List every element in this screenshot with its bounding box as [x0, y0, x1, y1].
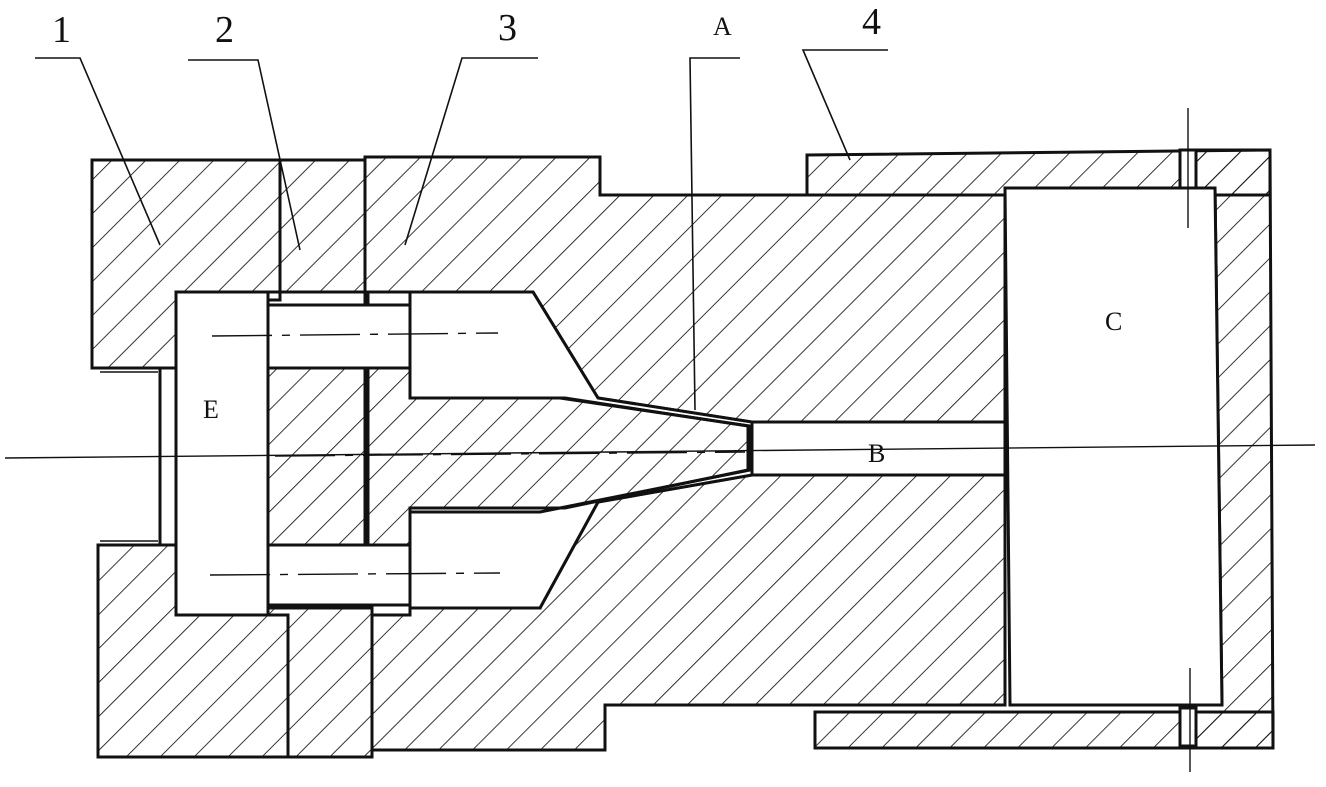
leader-4 [801, 49, 888, 161]
label-part-4: 4 [862, 1, 881, 43]
vent-hole-bottom [1178, 706, 1198, 748]
upper-runner-centerline [211, 332, 499, 337]
label-e: E [203, 395, 219, 424]
label-part-2: 2 [215, 9, 234, 51]
leader-3 [404, 57, 538, 246]
part-2-upper [266, 158, 367, 302]
label-c: C [1105, 307, 1122, 336]
leader-1 [35, 57, 161, 246]
core-centerline [274, 451, 746, 457]
label-part-1: 1 [52, 9, 71, 51]
channel-b [750, 420, 1007, 477]
lower-runner [266, 543, 412, 607]
chamber-e [174, 290, 270, 617]
upper-runner [266, 303, 412, 370]
label-part-3: 3 [498, 7, 517, 49]
leader-2 [188, 59, 301, 251]
leader-A [689, 57, 740, 411]
label-b: B [868, 439, 885, 468]
label-a: A [713, 12, 732, 41]
main-centerline [4, 444, 1316, 459]
lower-runner-centerline [209, 572, 501, 576]
